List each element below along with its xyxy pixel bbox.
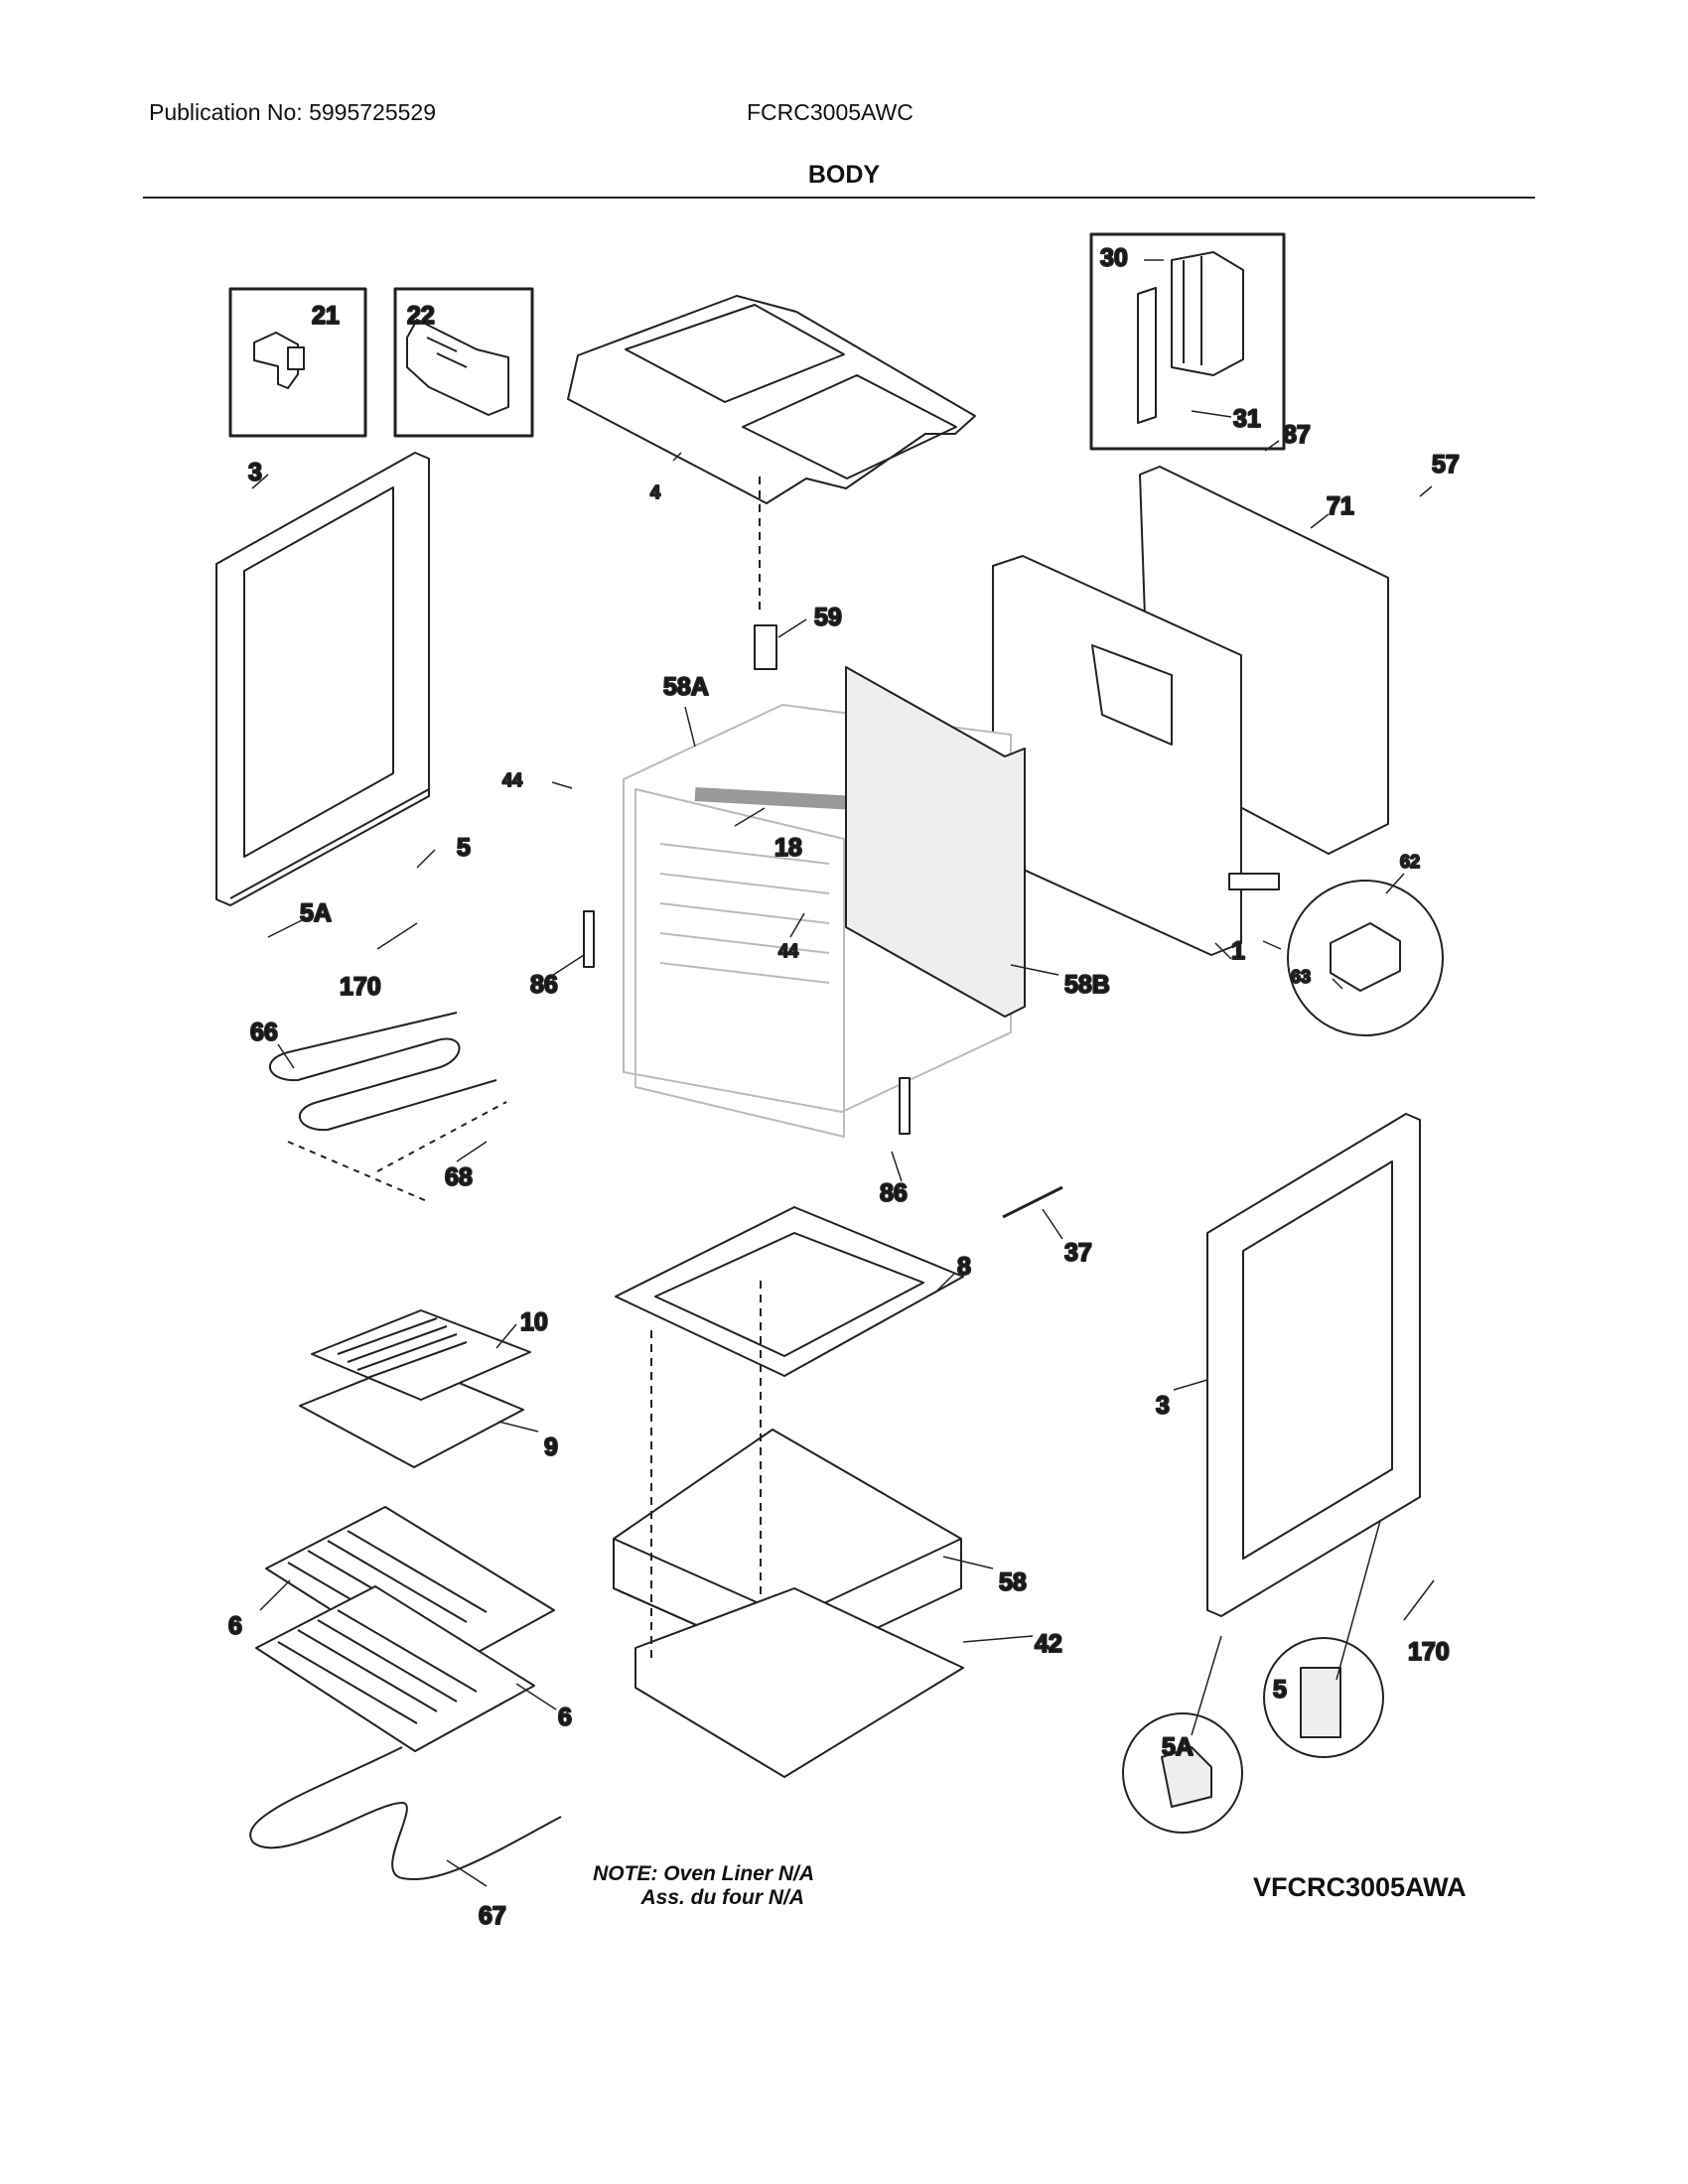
side-panel-left-3 [215,452,430,906]
bake-element-67 [249,1746,562,1881]
note-line-2: Ass. du four N/A [640,1886,804,1909]
top-panel-4 [567,295,976,504]
bracket-86-left [583,910,595,968]
callout-21: 21 [312,302,340,330]
callout-67: 67 [479,1902,506,1930]
callout-10: 10 [520,1308,548,1336]
callout-87: 87 [1283,421,1311,449]
side-panel-right-3 [1206,1113,1421,1617]
inset-part-21 [228,287,367,438]
callout-59: 59 [814,604,842,631]
callout-5-left: 5 [457,834,471,862]
insulation-58B [845,666,1026,1018]
callout-5A-left: 5A [300,899,332,927]
publication-number: Publication No: 5995725529 [149,99,437,125]
callout-44-mid: 44 [778,941,798,961]
callout-68: 68 [445,1163,473,1191]
callout-71: 71 [1327,492,1354,520]
callout-170-right: 170 [1408,1638,1450,1666]
diagram-id: VFCRC3005AWA [1253,1872,1467,1902]
vent-tube-59 [754,624,777,670]
vent-tube-37 [1002,1185,1063,1219]
header-divider [143,197,1535,199]
callout-86-right: 86 [880,1179,908,1207]
callout-1: 1 [1231,937,1245,965]
oven-bottom-8 [615,1206,964,1377]
section-title: BODY [807,161,881,189]
inset-part-30-31 [1089,232,1286,451]
callout-3-left: 3 [248,459,262,486]
callout-8: 8 [957,1253,971,1281]
callout-42: 42 [1035,1630,1062,1658]
note-line-1: NOTE: Oven Liner N/A [593,1862,814,1885]
callout-62: 62 [1400,852,1420,872]
callout-58: 58 [999,1569,1027,1596]
callout-30: 30 [1100,244,1128,272]
leader-lines [251,259,1435,1887]
callout-31: 31 [1233,405,1261,433]
callout-37: 37 [1064,1239,1092,1267]
callout-86-left: 86 [530,971,558,999]
broil-element-66 [268,1012,497,1132]
callout-58B: 58B [1064,971,1110,999]
callout-6-left: 6 [228,1612,242,1640]
model-number: FCRC3005AWC [747,99,914,125]
callout-63: 63 [1291,967,1311,987]
callout-3-right: 3 [1156,1392,1170,1420]
callout-18: 18 [774,834,802,862]
callout-57: 57 [1432,451,1460,478]
callout-5A-right: 5A [1162,1733,1194,1761]
oven-rack-6-lower [255,1585,535,1752]
bracket-86-right [899,1077,911,1135]
inset-part-22 [393,287,534,438]
terminal-block-magnifier [1287,880,1444,1036]
callout-4: 4 [650,482,660,502]
callout-44-left: 44 [502,770,522,790]
callout-5-right: 5 [1273,1676,1287,1704]
bottom-panel-42 [634,1587,964,1778]
callout-6-right: 6 [558,1704,572,1731]
callout-9: 9 [544,1433,558,1461]
callout-66: 66 [250,1019,278,1046]
callout-58A: 58A [663,673,709,701]
callout-22: 22 [407,302,435,330]
broil-grid-10 [311,1309,531,1401]
callout-170-left: 170 [340,973,381,1001]
